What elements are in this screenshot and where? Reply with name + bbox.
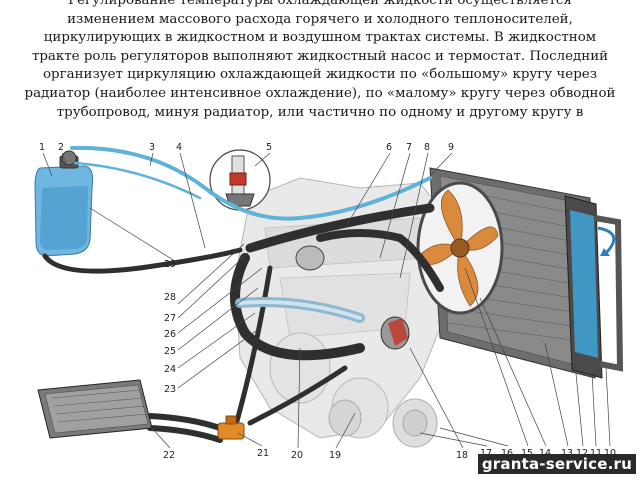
callout-15: 15: [521, 448, 533, 459]
callout-17: 17: [480, 448, 492, 459]
site-watermark: granta-service.ru: [477, 454, 636, 474]
callout-29: 29: [164, 259, 176, 270]
article-text: Регулирование температуры охлаждающей жи…: [0, 0, 640, 122]
callout-19: 19: [329, 450, 341, 461]
callout-22: 22: [163, 450, 175, 461]
heater-valve: [217, 415, 245, 440]
article-line: циркулирующих в жидкостном и воздушном т…: [43, 30, 597, 46]
callout-24: 24: [164, 364, 176, 375]
heater-core: [37, 379, 153, 439]
callout-14: 14: [539, 448, 551, 459]
thermostat-inset: [209, 149, 271, 211]
callout-26: 26: [164, 329, 176, 340]
thermostat-housing: [295, 245, 410, 350]
callout-5: 5: [266, 142, 272, 153]
callout-16: 16: [501, 448, 513, 459]
article-line: изменением массового расхода горячего и …: [67, 11, 573, 27]
callout-13: 13: [561, 448, 573, 459]
coolant-lines-blue: [70, 145, 432, 221]
article-line: организует циркуляцию охлаждающей жидкос…: [42, 67, 598, 83]
callout-27: 27: [164, 313, 176, 324]
article-line: тракте роль регуляторов выполняют жидкос…: [31, 48, 609, 64]
article-line: Регулирование температуры охлаждающей жи…: [68, 0, 572, 8]
expansion-tank: [34, 150, 94, 257]
callout-21: 21: [257, 448, 269, 459]
callout-6: 6: [386, 142, 392, 153]
cooling-system-diagram: 1 2 3 4 5 6 7 8 9 10 11 12 13 14 15 16 1…: [34, 142, 624, 461]
callout-3: 3: [149, 142, 155, 153]
callout-4: 4: [176, 142, 182, 153]
callout-18: 18: [456, 450, 468, 461]
bypass-pipe: [235, 297, 365, 323]
article-line: радиатор (наиболее интенсивное охлаждени…: [24, 85, 616, 101]
callout-20: 20: [291, 450, 303, 461]
callout-9: 9: [448, 142, 454, 153]
article-line: трубопровод, минуя радиатор, или частичн…: [56, 104, 584, 120]
callout-7: 7: [406, 142, 412, 153]
callout-labels: 1 2 3 4 5 6 7 8 9 10 11 12 13 14 15 16 1…: [39, 142, 616, 461]
callout-2: 2: [58, 142, 64, 153]
callout-28: 28: [164, 292, 176, 303]
callout-23: 23: [164, 384, 176, 395]
callout-1: 1: [39, 142, 45, 153]
callout-10: 10: [604, 448, 616, 459]
callout-25: 25: [164, 346, 176, 357]
callout-8: 8: [424, 142, 430, 153]
callout-11: 11: [590, 448, 602, 459]
radiator-fan: [416, 181, 504, 315]
callout-12: 12: [576, 448, 588, 459]
callout-leaders: [42, 152, 611, 449]
